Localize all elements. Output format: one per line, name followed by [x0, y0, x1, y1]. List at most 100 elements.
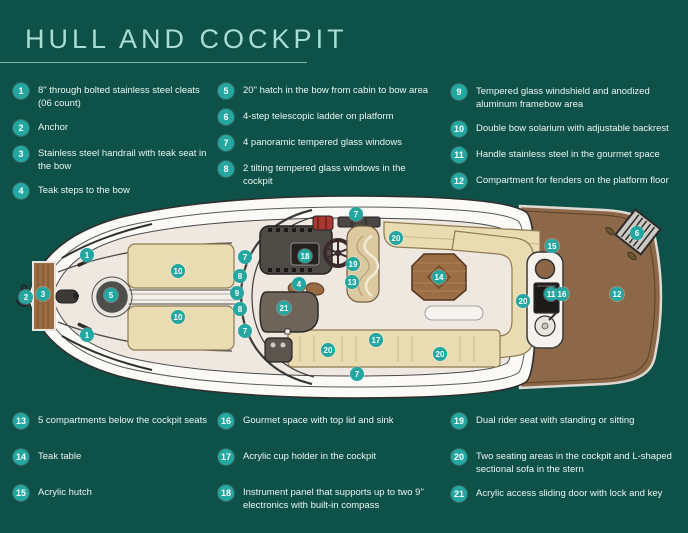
legend-column-top-right: 9 Tempered glass windshield and anodized … — [451, 84, 688, 199]
diagram-marker-8: 8 — [233, 302, 247, 316]
item-number-badge: 17 — [218, 449, 234, 465]
legend-item-text: Two seating areas in the cockpit and L-s… — [476, 451, 672, 475]
legend-item-17: 17 Acrylic cup holder in the cockpit — [218, 449, 440, 475]
item-number-badge: 8 — [218, 161, 234, 177]
diagram-marker-1: 1 — [80, 328, 94, 342]
legend-item-text: Stainless steel handrail with teak seat … — [38, 148, 207, 172]
bow-walkway — [125, 289, 243, 305]
diagram-marker-20: 20 — [433, 347, 447, 361]
legend-item-15: 15 Acrylic hutch — [13, 485, 209, 511]
item-number-badge: 12 — [451, 173, 467, 190]
legend-item-9: 9 Tempered glass windshield and anodized … — [451, 84, 688, 111]
diagram-marker-18: 18 — [298, 249, 312, 263]
legend-item-text: 2 tilting tempered glass windows in the … — [243, 163, 406, 187]
platform-cleat — [605, 226, 615, 236]
item-number-badge: 9 — [451, 84, 467, 100]
diagram-marker-3: 3 — [36, 287, 50, 301]
legend-item-text: 4-step telescopic ladder on platform — [243, 111, 394, 122]
diagram-marker-8: 8 — [233, 269, 247, 283]
legend-item-text: Tempered glass windshield and anodized a… — [476, 86, 650, 110]
diagram-marker-14: 14 — [432, 270, 446, 284]
bow-handrail — [61, 223, 153, 371]
platform-cleat — [627, 251, 637, 261]
legend-item-text: Acrylic cup holder in the cockpit — [243, 451, 377, 462]
legend-item-text: 4 panoramic tempered glass windows — [243, 137, 402, 148]
legend-column-top-middle: 5 20" hatch in the bow from cabin to bow … — [218, 83, 434, 198]
item-number-badge: 14 — [13, 449, 29, 465]
item-number-badge: 10 — [451, 121, 467, 138]
legend-item-5: 5 20" hatch in the bow from cabin to bow … — [218, 83, 434, 99]
item-number-badge: 15 — [13, 485, 29, 501]
item-number-badge: 5 — [218, 83, 234, 99]
legend-item-text: 5 compartments below the cockpit seats — [38, 415, 207, 426]
item-number-badge: 21 — [451, 486, 467, 503]
item-number-badge: 3 — [13, 146, 29, 163]
sink-lid — [534, 258, 556, 280]
item-number-badge: 2 — [13, 120, 29, 137]
diagram-marker-10: 10 — [171, 310, 185, 324]
page-title: HULL AND COCKPIT — [25, 24, 348, 54]
legend-item-text: 8" through bolted stainless steel cleats… — [38, 85, 200, 109]
diagram-marker-4: 4 — [292, 277, 306, 291]
legend-item-text: Dual rider seat with standing or sitting — [476, 415, 635, 426]
diagram-marker-21: 21 — [277, 301, 291, 315]
diagram-marker-7: 7 — [349, 207, 363, 221]
legend-item-11: 11 Handle stainless steel in the gourmet … — [451, 147, 688, 164]
item-number-badge: 11 — [451, 147, 467, 164]
legend-item-text: Acrylic hutch — [38, 487, 92, 498]
windlass — [55, 289, 79, 304]
legend-item-text: Acrylic access sliding door with lock an… — [476, 488, 663, 500]
cockpit-sofa-starboard — [287, 329, 501, 368]
diagram-marker-17: 17 — [369, 333, 383, 347]
diagram-marker-9: 9 — [230, 286, 244, 300]
diagram-marker-6: 6 — [630, 226, 644, 240]
diagram-marker-13: 13 — [345, 275, 359, 289]
cockpit-seat-box — [264, 337, 293, 363]
item-number-badge: 7 — [218, 135, 234, 151]
item-number-badge: 18 — [218, 485, 234, 501]
legend-item-text: Double bow solarium with adjustable back… — [476, 123, 669, 135]
diagram-marker-1: 1 — [80, 248, 94, 262]
legend-item-3: 3 Stainless steel handrail with teak seat… — [13, 146, 209, 173]
legend-item-10: 10 Double bow solarium with adjustable ba… — [451, 121, 688, 138]
diagram-marker-15: 15 — [545, 239, 559, 253]
diagram-marker-2: 2 — [19, 290, 33, 304]
item-number-badge: 20 — [451, 449, 467, 465]
diagram-marker-7: 7 — [238, 324, 252, 338]
item-number-badge: 4 — [13, 183, 29, 200]
legend-item-7: 7 4 panoramic tempered glass windows — [218, 135, 434, 151]
diagram-marker-5: 5 — [104, 288, 118, 302]
diagram-marker-10: 10 — [171, 264, 185, 278]
title-underline — [0, 62, 307, 63]
diagram-marker-20: 20 — [321, 343, 335, 357]
diagram-marker-19: 19 — [346, 257, 360, 271]
diagram-marker-20: 20 — [389, 231, 403, 245]
legend-item-20: 20 Two seating areas in the cockpit and L… — [451, 449, 688, 476]
diagram-marker-20: 20 — [516, 294, 530, 308]
legend-item-8: 8 2 tilting tempered glass windows in the… — [218, 161, 434, 188]
boat-top-view — [15, 195, 663, 399]
legend-item-text: Gourmet space with top lid and sink — [243, 415, 394, 426]
legend-item-6: 6 4-step telescopic ladder on platform — [218, 109, 434, 125]
diagram-marker-7: 7 — [350, 367, 364, 381]
legend-item-text: Handle stainless steel in the gourmet sp… — [476, 149, 660, 161]
legend-item-text: 20" hatch in the bow from cabin to bow a… — [243, 85, 429, 96]
diagram-marker-12: 12 — [610, 287, 624, 301]
item-number-badge: 6 — [218, 109, 234, 125]
legend-item-text: Anchor — [38, 122, 69, 134]
legend-item-21: 21 Acrylic access sliding door with lock … — [451, 486, 688, 512]
diagram-marker-11: 11 — [544, 287, 558, 301]
